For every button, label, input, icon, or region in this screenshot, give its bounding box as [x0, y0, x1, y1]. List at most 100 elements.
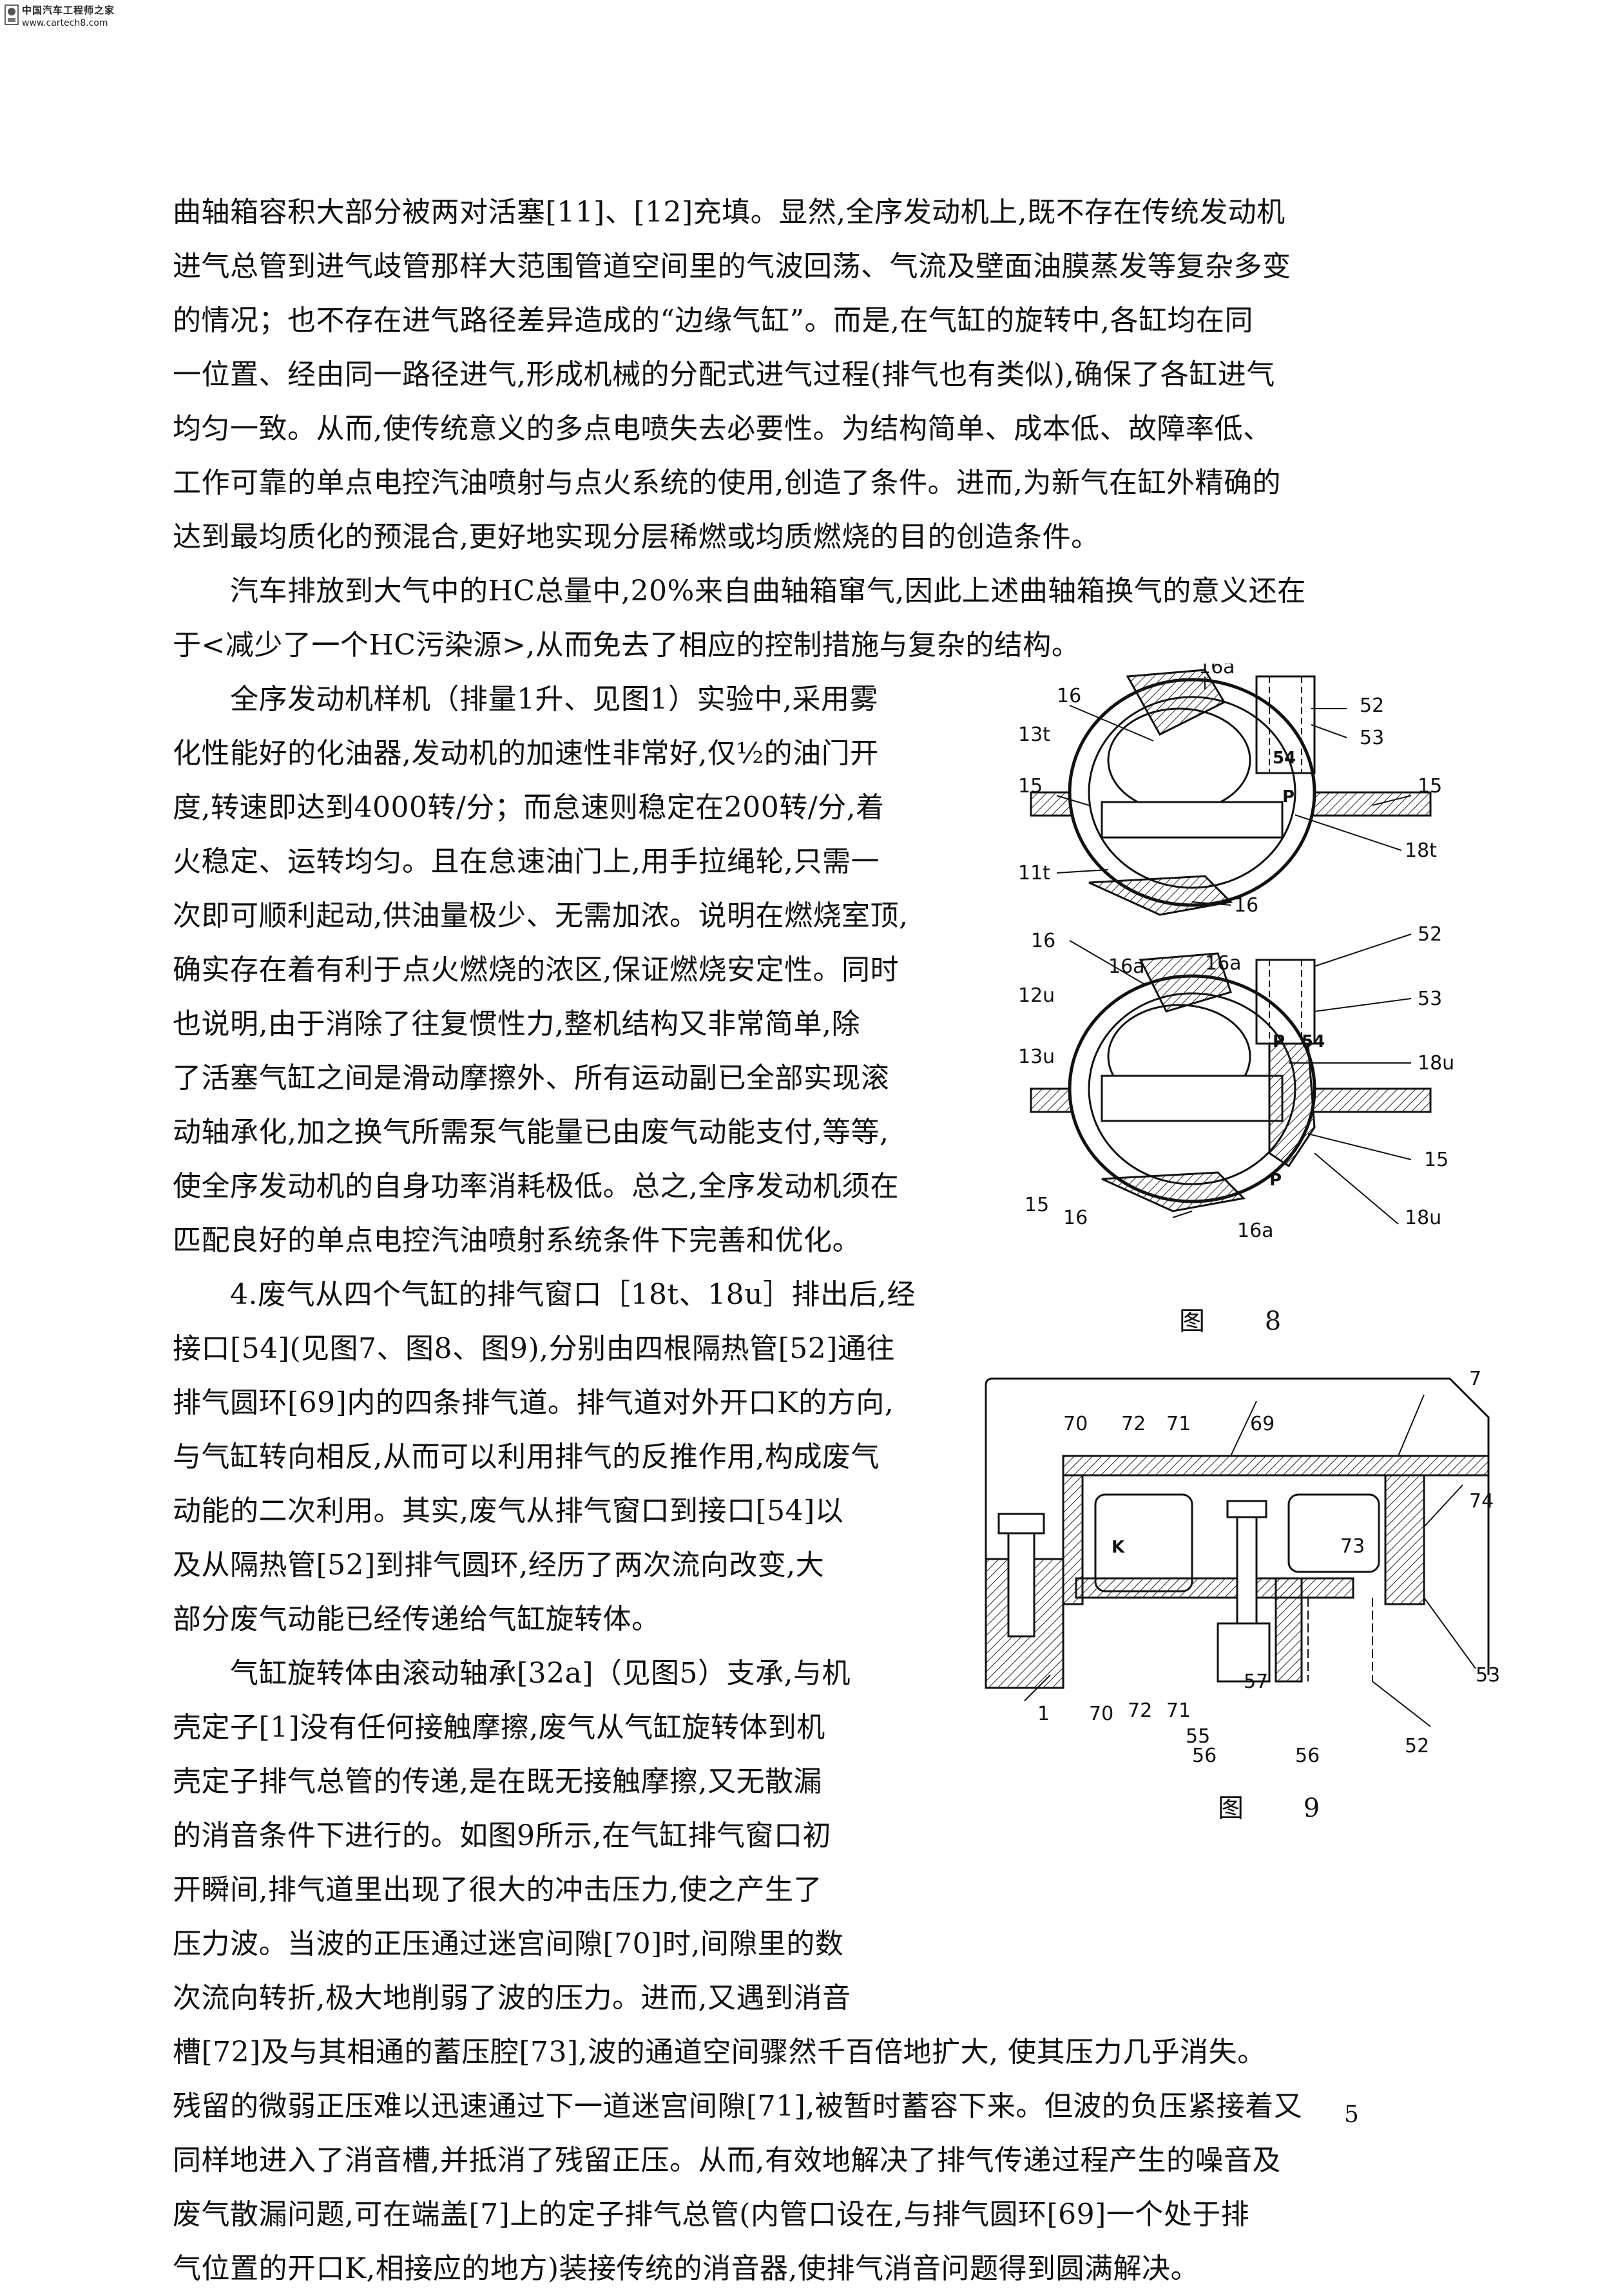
fig9-label: 56: [1192, 1745, 1217, 1765]
text-line: 火稳定、运转均匀。且在怠速油门上,用手拉绳轮,只需一: [173, 845, 880, 878]
fig9-label: 56: [1295, 1745, 1320, 1765]
text-line: 匹配良好的单点电控汽油喷射系统条件下完善和优化。: [173, 1224, 861, 1257]
fig8-label: 52: [1418, 923, 1442, 946]
fig8-label: 16: [1063, 1207, 1088, 1229]
fig8-label: 15: [1418, 775, 1442, 798]
fig9-label: 57: [1244, 1670, 1268, 1693]
fig8-label: 54: [1302, 1032, 1325, 1051]
text-line: 及从隔热管[52]到排气圆环,经历了两次流向改变,大: [173, 1549, 825, 1582]
text-line: 4.废气从四个气缸的排气窗口［18t、18u］排出后,经: [173, 1278, 916, 1311]
text-line: 气位置的开口K,相接应的地方)装接传统的消音器,使排气消音问题得到圆满解决。: [173, 2252, 1200, 2285]
text-line: 壳定子[1]没有任何接触摩擦,废气从气缸旋转体到机: [173, 1711, 825, 1744]
figure-9-caption: 图 9: [1218, 1794, 1346, 1823]
text-line: 了活塞气缸之间是滑动摩擦外、所有运动副已全部实现滚: [173, 1062, 890, 1095]
fig8-label: 53: [1360, 727, 1384, 749]
fig8-label: 16a: [1108, 955, 1145, 978]
figure-9-drawing: 7 70 72 71 69 74 K 73 53 1 70 72 71 57 5…: [985, 1368, 1500, 1767]
paragraph-5: 气缸旋转体由滚动轴承[32a]（见图5）支承,与机 壳定子[1]没有任何接触摩擦…: [173, 1647, 946, 2025]
fig9-label: 55: [1186, 1725, 1210, 1748]
paragraph-2: 汽车排放到大气中的HC总量中,20%来自曲轴箱窜气,因此上述曲轴箱换气的意义还在…: [173, 564, 1429, 673]
text-line: 汽车排放到大气中的HC总量中,20%来自曲轴箱窜气,因此上述曲轴箱换气的意义还在: [173, 575, 1306, 607]
text-line: 全序发动机样机（排量1升、见图1）实验中,采用雾: [173, 683, 878, 716]
fig8-label: 16: [1234, 894, 1258, 917]
text-line: 化性能好的化油器,发动机的加速性非常好,仅½的油门开: [173, 737, 879, 770]
fig8-label: P: [1269, 1171, 1282, 1190]
fig9-label: 70: [1089, 1703, 1113, 1725]
fig9-label: 69: [1250, 1413, 1275, 1435]
fig8-label: 18u: [1405, 1207, 1441, 1229]
fig8-label: 16a: [1198, 664, 1235, 678]
fig9-label: 53: [1476, 1664, 1500, 1687]
text-line: 同样地进入了消音槽,并抵消了残留正压。从而,有效地解决了排气传递过程产生的噪音及: [173, 2144, 1281, 2177]
text-line: 曲轴箱容积大部分被两对活塞[11]、[12]充填。显然,全序发动机上,既不存在传…: [173, 196, 1285, 229]
paragraph-6: 槽[72]及与其相通的蓄压腔[73],波的通道空间骤然千百倍地扩大, 使其压力几…: [173, 2025, 1429, 2296]
text-line: 接口[54](见图7、图8、图9),分别由四根隔热管[52]通往: [173, 1332, 895, 1365]
fig8-label: 53: [1418, 988, 1442, 1010]
figure-8: 16a 16 52 13t 53 54 15 15 P 18t 11t 16 1…: [1012, 656, 1476, 1243]
fig8-label: P: [1282, 787, 1295, 807]
fig9-label: 73: [1340, 1535, 1365, 1558]
text-line: 槽[72]及与其相通的蓄压腔[73],波的通道空间骤然千百倍地扩大, 使其压力几…: [173, 2036, 1266, 2069]
text-line: 开瞬间,排气道里出现了很大的冲击压力,使之产生了: [173, 1873, 822, 1906]
fig8-label: 15: [1018, 775, 1043, 798]
text-line: 废气散漏问题,可在端盖[7]上的定子排气总管(内管口设在,与排气圆环[69]一个…: [173, 2198, 1250, 2231]
text-line: 动轴承化,加之换气所需泵气能量已由废气动能支付,等等,: [173, 1116, 889, 1149]
page-number: 5: [1344, 2101, 1359, 2128]
fig9-label: 70: [1063, 1413, 1088, 1435]
fig8-label: 52: [1360, 694, 1384, 717]
text-line: 度,转速即达到4000转/分；而怠速则稳定在200转/分,着: [173, 791, 885, 824]
watermark-title: 中国汽车工程师之家: [22, 5, 115, 16]
fig8-label: 11t: [1018, 862, 1050, 885]
paragraph-3: 全序发动机样机（排量1升、见图1）实验中,采用雾 化性能好的化油器,发动机的加速…: [173, 673, 1004, 1268]
cylinder-top: [1030, 669, 1432, 916]
fig9-label: 71: [1166, 1413, 1191, 1435]
fig8-label: 13t: [1018, 723, 1050, 746]
cylinder-bottom: [1030, 952, 1432, 1212]
text-line: 壳定子排气总管的传递,是在既无接触摩擦,又无散漏: [173, 1765, 822, 1798]
text-line: 达到最均质化的预混合,更好地实现分层稀燃或均质燃烧的目的创造条件。: [173, 521, 1100, 553]
fig8-label: 16: [1057, 685, 1081, 707]
text-line: 次流向转折,极大地削弱了波的压力。进而,又遇到消音: [173, 1982, 851, 2014]
fig9-label: 7: [1469, 1368, 1481, 1390]
fig9-label: 71: [1166, 1699, 1191, 1722]
fig9-label: 1: [1037, 1703, 1050, 1725]
text-line: 压力波。当波的正压通过迷宫间隙[70]时,间隙里的数: [173, 1928, 844, 1960]
fig8-label: 16: [1031, 930, 1055, 952]
text-line: 与气缸转向相反,从而可以利用排气的反推作用,构成废气: [173, 1440, 880, 1473]
figure-9: 7 70 72 71 69 74 K 73 53 1 70 72 71 57 5…: [973, 1366, 1508, 1767]
paragraph-4: 4.废气从四个气缸的排气窗口［18t、18u］排出后,经 接口[54](见图7、…: [173, 1268, 1004, 1647]
text-line: 一位置、经由同一路径进气,形成机械的分配式进气过程(排气也有类似),确保了各缸进…: [173, 358, 1275, 391]
fig8-label: 16a: [1237, 1220, 1274, 1242]
fig9-label: 72: [1121, 1413, 1146, 1435]
cartech-logo-icon: [4, 4, 19, 27]
text-line: 进气总管到进气歧管那样大范围管道空间里的气波回荡、气流及壁面油膜蒸发等复杂多变: [173, 250, 1291, 283]
fig8-label: 18t: [1405, 839, 1437, 862]
text-line: 确实存在着有利于点火燃烧的浓区,保证燃烧安定性。同时: [173, 953, 899, 986]
text-line: 的情况；也不存在进气路径差异造成的“边缘气缸”。而是,在气缸的旋转中,各缸均在同: [173, 304, 1253, 337]
text-line: 均匀一致。从而,使传统意义的多点电喷失去必要性。为结构简单、成本低、故障率低、: [173, 412, 1272, 445]
fig8-label: 15: [1025, 1194, 1049, 1216]
fig8-label: 16a: [1205, 952, 1242, 975]
text-line: 残留的微弱正压难以迅速通过下一道迷宫间隙[71],被暂时蓄容下来。但波的负压紧接…: [173, 2090, 1303, 2123]
text-line: 也说明,由于消除了往复惯性力,整机结构又非常简单,除: [173, 1008, 860, 1040]
fig8-label: 12u: [1018, 984, 1055, 1007]
text-line: 排气圆环[69]内的四条排气道。排气道对外开口K的方向,: [173, 1386, 894, 1419]
paragraph-1: 曲轴箱容积大部分被两对活塞[11]、[12]充填。显然,全序发动机上,既不存在传…: [173, 186, 1429, 564]
fig8-label: 13u: [1018, 1046, 1055, 1068]
text-line: 气缸旋转体由滚动轴承[32a]（见图5）支承,与机: [173, 1657, 851, 1690]
text-line: 动能的二次利用。其实,废气从排气窗口到接口[54]以: [173, 1495, 844, 1527]
text-line: 次即可顺利起动,供油量极少、无需加浓。说明在燃烧室顶,: [173, 899, 909, 932]
text-line: 的消音条件下进行的。如图9所示,在气缸排气窗口初: [173, 1819, 831, 1852]
fig9-label: 72: [1128, 1699, 1152, 1722]
text-line: 部分废气动能已经传递给气缸旋转体。: [173, 1603, 660, 1636]
figure-8-drawing: 16a 16 52 13t 53 54 15 15 P 18t 11t 16 1…: [1018, 656, 1454, 1242]
figure-8-caption: 图 8: [1179, 1306, 1307, 1336]
fig8-label: 18u: [1418, 1052, 1454, 1075]
watermark: 中国汽车工程师之家 www.cartech8.com: [4, 4, 115, 30]
text-line: 使全序发动机的自身功率消耗极低。总之,全序发动机须在: [173, 1170, 899, 1203]
fig8-label: 54: [1273, 749, 1296, 768]
fig9-label: 52: [1405, 1735, 1429, 1757]
text-line: 工作可靠的单点电控汽油喷射与点火系统的使用,创造了条件。进而,为新气在缸外精确的: [173, 466, 1281, 499]
text-line: 于<减少了一个HC污染源>,从而免去了相应的控制措施与复杂的结构。: [173, 629, 1081, 662]
fig8-label: 15: [1424, 1149, 1449, 1171]
